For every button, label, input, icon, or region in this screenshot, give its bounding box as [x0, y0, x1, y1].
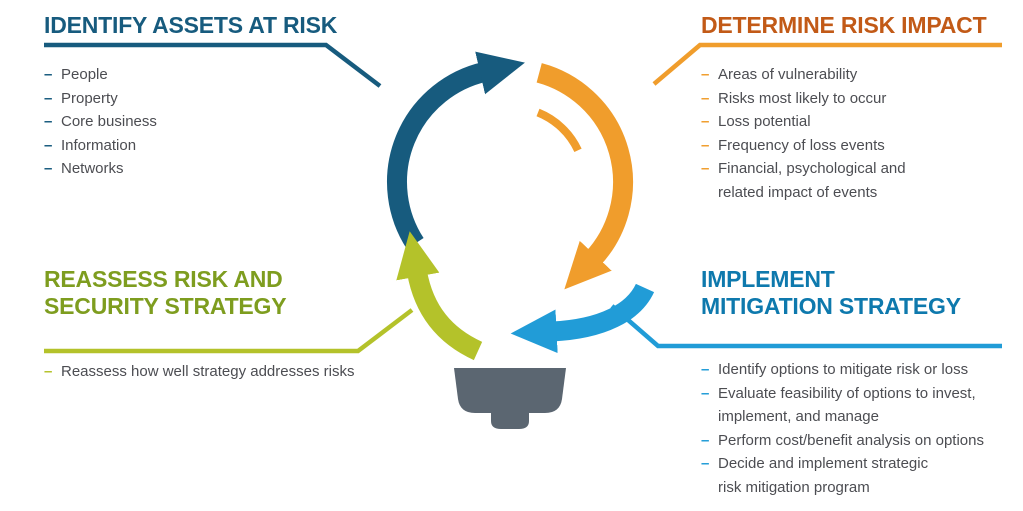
list-item: –Perform cost/benefit analysis on option…	[701, 429, 984, 453]
bulb-shine-arc	[536, 108, 582, 153]
list-item-text: Core business	[61, 113, 157, 130]
list-item-text: Frequency of loss events	[718, 136, 885, 154]
section-title-reassess-strategy: REASSESS RISK AND SECURITY STRATEGY	[44, 266, 287, 320]
list-item: –Reassess how well strategy addresses ri…	[44, 360, 354, 384]
list-item-text: People	[61, 66, 108, 83]
bullet-dash: –	[701, 431, 710, 449]
list-item: –Financial, psychological and related im…	[701, 157, 906, 204]
list-item: –Identify options to mitigate risk or lo…	[701, 358, 984, 382]
reassess-strategy-list: –Reassess how well strategy addresses ri…	[44, 360, 354, 384]
list-item: –Information	[44, 134, 157, 158]
list-item-text: Information	[61, 136, 137, 154]
list-item-text: Loss potential	[718, 113, 811, 130]
list-item: –Areas of vulnerability	[701, 63, 906, 87]
determine-risk-impact-list: –Areas of vulnerability –Risks most like…	[701, 63, 906, 204]
list-item-text: Perform cost/benefit analysis on options	[718, 431, 984, 449]
callout-line-determine	[652, 42, 1002, 86]
callout-line-identify	[44, 42, 382, 88]
cycle-arrow-implement	[510, 283, 655, 354]
bullet-dash: –	[701, 89, 710, 107]
identify-assets-list: –People –Property –Core business –Inform…	[44, 63, 157, 181]
list-item-text: Identify options to mitigate risk or los…	[718, 361, 969, 378]
section-title-implement-mitigation: IMPLEMENT MITIGATION STRATEGY	[701, 266, 961, 320]
list-item: –Networks	[44, 157, 157, 181]
bullet-dash: –	[44, 160, 53, 177]
list-item: –Evaluate feasibility of options to inve…	[701, 382, 984, 429]
implement-mitigation-list: –Identify options to mitigate risk or lo…	[701, 358, 984, 499]
bullet-dash: –	[701, 455, 710, 472]
bullet-dash: –	[44, 66, 53, 83]
bullet-dash: –	[44, 363, 53, 380]
list-item: –Risks most likely to occur	[701, 87, 906, 111]
list-item-text: Financial, psychological and related imp…	[718, 160, 906, 201]
cycle-arrow-determine	[536, 63, 634, 290]
list-item-text: Reassess how well strategy addresses ris…	[61, 363, 355, 380]
bullet-dash: –	[701, 66, 710, 83]
bullet-dash: –	[701, 113, 710, 130]
list-item: –People	[44, 63, 157, 87]
bullet-dash: –	[701, 361, 710, 378]
section-title-identify-assets: IDENTIFY ASSETS AT RISK	[44, 12, 338, 38]
list-item-text: Risks most likely to occur	[718, 89, 887, 107]
cycle-arrow-identify	[387, 51, 525, 249]
list-item: –Property	[44, 87, 157, 111]
bullet-dash: –	[701, 136, 710, 154]
list-item: –Frequency of loss events	[701, 134, 906, 158]
bullet-dash: –	[44, 113, 53, 130]
bullet-dash: –	[44, 136, 53, 154]
list-item: –Core business	[44, 110, 157, 134]
list-item-text: Areas of vulnerability	[718, 66, 858, 83]
callout-line-reassess	[44, 308, 414, 354]
bullet-dash: –	[44, 89, 53, 107]
section-title-determine-risk-impact: DETERMINE RISK IMPACT	[701, 12, 987, 38]
list-item-text: Networks	[61, 160, 124, 177]
bullet-dash: –	[701, 384, 710, 402]
bulb-base-tab	[491, 413, 529, 429]
list-item-text: Decide and implement strategic risk miti…	[718, 455, 929, 496]
bullet-dash: –	[701, 160, 710, 177]
list-item-text: Evaluate feasibility of options to inves…	[718, 384, 976, 426]
cycle-arrow-reassess	[396, 231, 483, 361]
bulb-base	[454, 368, 566, 413]
list-item: –Decide and implement strategic risk mit…	[701, 452, 984, 499]
list-item: –Loss potential	[701, 110, 906, 134]
list-item-text: Property	[61, 89, 118, 107]
